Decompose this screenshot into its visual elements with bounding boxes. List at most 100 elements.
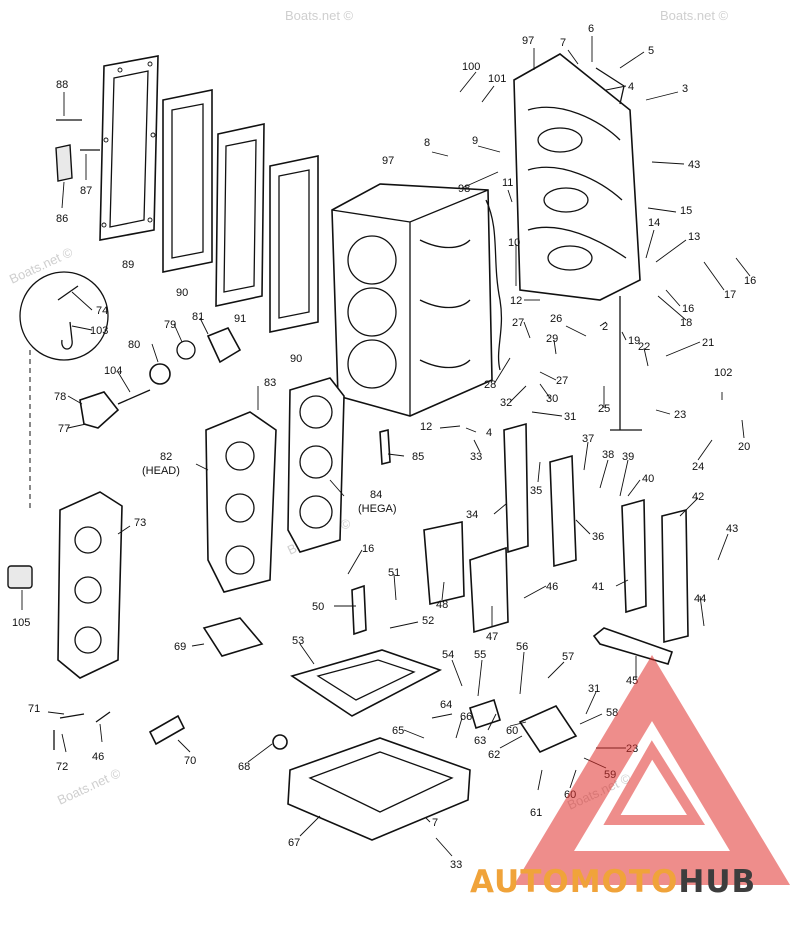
callout-number: 72 xyxy=(56,761,68,773)
callout-number: 41 xyxy=(592,581,604,593)
callout-number: 82 xyxy=(160,451,172,463)
callout-number: 91 xyxy=(234,313,246,325)
callout-number: 21 xyxy=(702,337,714,349)
callout-number: 65 xyxy=(392,725,404,737)
callout-number: 100 xyxy=(462,61,480,73)
callout-number: 71 xyxy=(28,703,40,715)
callout-number: 34 xyxy=(466,509,478,521)
callout-number: 97 xyxy=(522,35,534,47)
callout-number: 87 xyxy=(80,185,92,197)
callout-number: 25 xyxy=(598,403,610,415)
callout-number: 66 xyxy=(460,711,472,723)
callout-number: 35 xyxy=(530,485,542,497)
callout-number: 44 xyxy=(694,593,706,605)
watermark: Boats.net © xyxy=(7,244,75,287)
callout-number: 38 xyxy=(602,449,614,461)
callout-number: 73 xyxy=(134,517,146,529)
callout-number: 24 xyxy=(692,461,704,473)
callout-number: 16 xyxy=(744,275,756,287)
callout-number: 22 xyxy=(638,341,650,353)
logo-triangle-icon xyxy=(513,654,791,885)
callout-number: 86 xyxy=(56,213,68,225)
callout-numbers: 100 101 97 7 6 5 4 3 88 87 86 89 90 91 9… xyxy=(12,23,756,871)
callout-number: 14 xyxy=(648,217,660,229)
callout-number: 23 xyxy=(674,409,686,421)
callout-number: 8 xyxy=(424,137,430,149)
callout-number: 33 xyxy=(470,451,482,463)
callout-number: 27 xyxy=(512,317,524,329)
callout-number: 7 xyxy=(432,817,438,829)
crankcase xyxy=(513,53,641,301)
callout-number: 29 xyxy=(546,333,558,345)
cylinder-head xyxy=(205,377,345,593)
callout-number: 9 xyxy=(472,135,478,147)
callout-number: 17 xyxy=(724,289,736,301)
callout-number: 88 xyxy=(56,79,68,91)
callout-number: 51 xyxy=(388,567,400,579)
callout-number: 90 xyxy=(290,353,302,365)
callout-number: 90 xyxy=(176,287,188,299)
callout-number: 70 xyxy=(184,755,196,767)
callout-number: 18 xyxy=(680,317,692,329)
callout-number: 63 xyxy=(474,735,486,747)
callout-number: 2 xyxy=(602,321,608,333)
callout-number: 15 xyxy=(680,205,692,217)
callout-number: 74 xyxy=(96,305,108,317)
callout-number: 4 xyxy=(628,81,634,93)
callout-number: 105 xyxy=(12,617,30,629)
callout-number: 40 xyxy=(642,473,654,485)
callout-number: 5 xyxy=(648,45,654,57)
callout-number: 52 xyxy=(422,615,434,627)
callout-number: 48 xyxy=(436,599,448,611)
callout-number: 32 xyxy=(500,397,512,409)
brand-part1: AUTOMOTO xyxy=(470,864,678,900)
exhaust-cover-assembly xyxy=(55,55,319,333)
head-label: (HEAD) xyxy=(142,465,180,477)
callout-number: 77 xyxy=(58,423,70,435)
callout-number: 42 xyxy=(692,491,704,503)
watermark: Boats.net © xyxy=(285,8,354,23)
callout-number: 20 xyxy=(738,441,750,453)
callout-number: 27 xyxy=(556,375,568,387)
callout-number: 64 xyxy=(440,699,452,711)
automotohub-logo: AUTOMOTOHUB xyxy=(470,654,791,900)
brand-text: AUTOMOTOHUB xyxy=(470,864,756,900)
callout-number: 85 xyxy=(412,451,424,463)
callout-number: 30 xyxy=(546,393,558,405)
callout-number: 62 xyxy=(488,749,500,761)
callout-number: 13 xyxy=(688,231,700,243)
callout-number: 101 xyxy=(488,73,506,85)
callout-number: 37 xyxy=(582,433,594,445)
callout-number: 6 xyxy=(588,23,594,35)
callout-number: 56 xyxy=(516,641,528,653)
logo-triangle-inner-icon xyxy=(603,740,706,825)
leader-lines xyxy=(21,36,751,857)
callout-number: 16 xyxy=(362,543,374,555)
callout-number: 11 xyxy=(502,177,513,189)
hega-label: (HEGA) xyxy=(358,503,397,515)
callout-number: 12 xyxy=(510,295,522,307)
callout-number: 53 xyxy=(292,635,304,647)
callout-number: 19 xyxy=(628,335,640,347)
callout-number: 61 xyxy=(530,807,542,819)
callout-number: 36 xyxy=(592,531,604,543)
callout-number: 68 xyxy=(238,761,250,773)
watermark: Boats.net © xyxy=(660,8,729,23)
callout-number: 31 xyxy=(564,411,576,423)
callout-number: 31 xyxy=(588,683,600,695)
callout-number: 81 xyxy=(192,311,204,323)
callout-number: 98 xyxy=(458,183,470,195)
callout-number: 80 xyxy=(128,339,140,351)
callout-number: 89 xyxy=(122,259,134,271)
callout-number: 103 xyxy=(90,325,108,337)
callout-number: 33 xyxy=(450,859,462,871)
callout-number: 55 xyxy=(474,649,486,661)
callout-number: 104 xyxy=(104,365,122,377)
callout-number: 58 xyxy=(606,707,618,719)
callout-number: 83 xyxy=(264,377,276,389)
callout-number: 26 xyxy=(550,313,562,325)
callout-number: 3 xyxy=(682,83,688,95)
callout-number: 54 xyxy=(442,649,454,661)
callout-number: 67 xyxy=(288,837,300,849)
